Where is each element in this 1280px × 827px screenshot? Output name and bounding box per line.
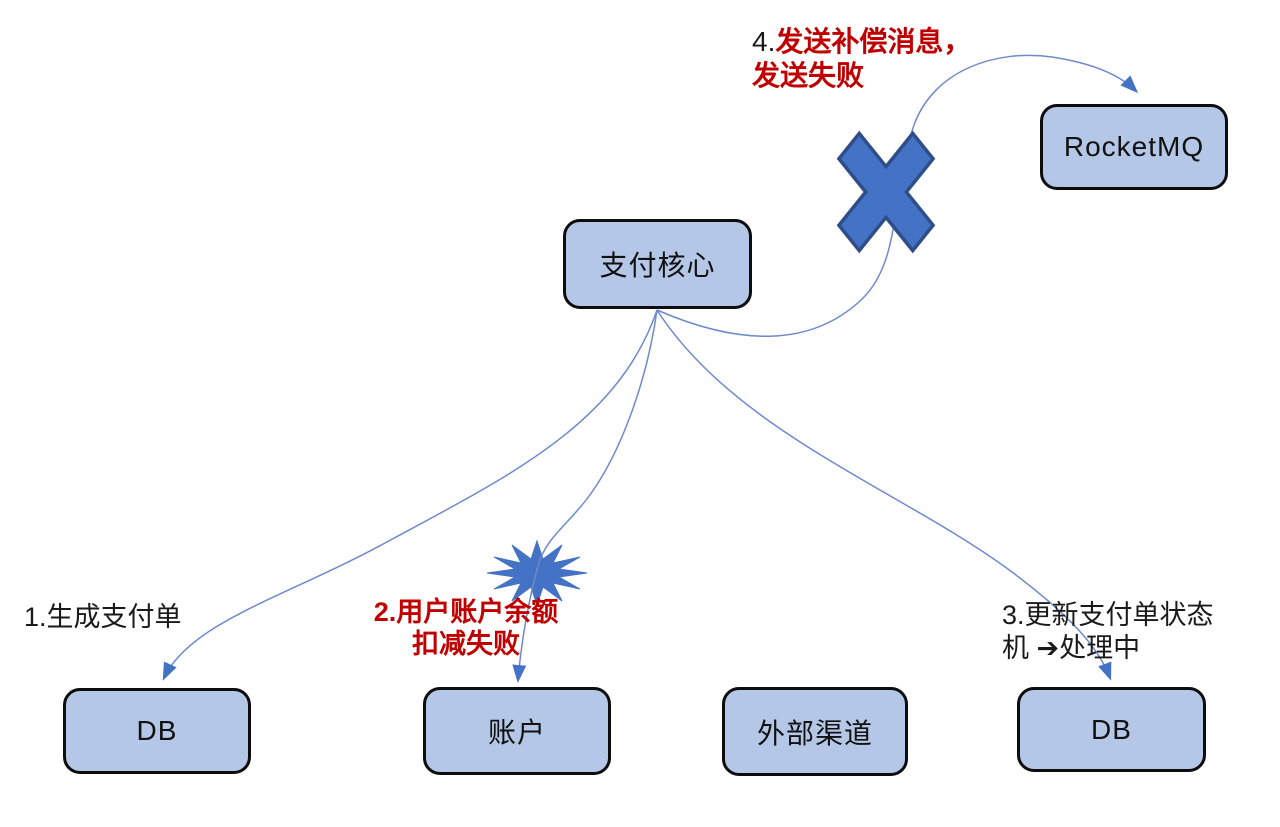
node-rocketmq: RocketMQ (1040, 104, 1228, 190)
annotation-step-1: 1.生成支付单 (24, 601, 182, 634)
annotation-text: 扣减失败 (412, 629, 520, 659)
node-external-channel: 外部渠道 (722, 687, 908, 776)
node-label: DB (1091, 713, 1132, 745)
annotation-step-2: 2.用户账户余额 扣减失败 (350, 596, 582, 660)
annotation-text: 3.更新支付单状态 (1002, 600, 1214, 630)
annotation-step-4: 4.发送补偿消息， 发送失败 (752, 25, 1012, 93)
node-label: 支付核心 (599, 250, 716, 281)
annotation-text: 2.用户账户余额 (373, 597, 559, 627)
node-db-2: DB (1017, 687, 1206, 772)
node-payment-core: 支付核心 (563, 219, 752, 309)
node-label: DB (136, 715, 178, 746)
edge-core-to-db2 (656, 309, 1112, 681)
annotation-text: 机 ➔处理中 (1002, 633, 1141, 663)
node-db-1: DB (63, 688, 251, 774)
node-label: RocketMQ (1063, 131, 1205, 162)
annotation-text: 1.生成支付单 (24, 602, 182, 632)
annotation-step-number: 4. (752, 26, 776, 57)
annotation-text: 发送补偿消息， (775, 26, 972, 57)
edge-core-to-db1 (162, 309, 658, 681)
explosion-burst-icon (486, 539, 588, 607)
node-label: 账户 (487, 717, 546, 748)
edge-core-to-account (512, 309, 658, 683)
node-label: 外部渠道 (756, 717, 873, 749)
annotation-text: 发送失败 (752, 60, 865, 91)
annotation-step-3: 3.更新支付单状态 机 ➔处理中 (1002, 599, 1247, 665)
node-account: 账户 (423, 687, 611, 775)
failure-cross-icon (836, 130, 936, 254)
